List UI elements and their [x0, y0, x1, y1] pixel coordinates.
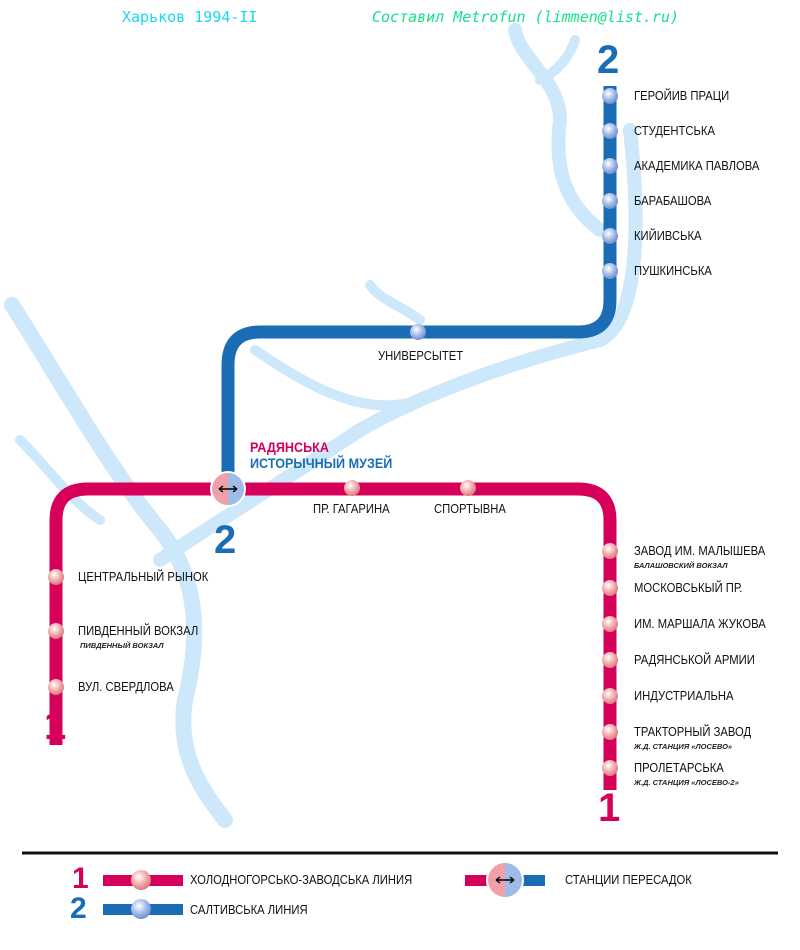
station-label[interactable]: РАДЯНСЬКОЙ АРМИИ	[634, 653, 755, 667]
legend-line2-number: 2	[70, 892, 87, 925]
station-label[interactable]: БАРАБАШОВА	[634, 194, 712, 208]
legend-line2-label: САЛТИВСЬКА ЛИНИЯ	[190, 903, 308, 917]
line1-track	[49, 482, 617, 790]
line2-station-markers	[410, 88, 618, 340]
line1-station-markers	[48, 480, 618, 776]
legend-line1-label: ХОЛОДНОГОРСЬКО-ЗАВОДСЬКА ЛИНИЯ	[190, 873, 413, 887]
station-label[interactable]: МОСКОВСЬКЫЙ ПР.	[634, 581, 743, 595]
station-sublabel: БАЛАШОВСКИЙ ВОКЗАЛ	[634, 561, 728, 570]
station-label[interactable]: ВУЛ. СВЕРДЛОВА	[78, 680, 174, 694]
legend-line1-number: 1	[72, 862, 89, 895]
station-label[interactable]: ИНДУСТРИАЛЬНА	[634, 689, 734, 703]
line1-number-right: 1	[598, 786, 621, 830]
map-title: Харьков 1994-II	[122, 8, 258, 26]
station-label[interactable]: КИЙИВСЬКА	[634, 229, 702, 243]
line2-number-bottom: 2	[214, 518, 237, 562]
station-label[interactable]: ЗАВОД ИМ. МАЛЫШЕВА	[634, 544, 766, 558]
station-label[interactable]: ТРАКТОРНЫЙ ЗАВОД	[634, 725, 752, 739]
station-label[interactable]: ПИВДЕННЫЙ ВОКЗАЛ	[78, 624, 199, 638]
station-label[interactable]: СТУДЕНТСЬКА	[634, 124, 715, 138]
station-label[interactable]: ПРОЛЕТАРСЬКА	[634, 761, 724, 775]
station-label[interactable]: АКАДЕМИКА ПАВЛОВА	[634, 159, 760, 173]
station-label[interactable]: СПОРТЫВНА	[434, 502, 506, 516]
legend-swatches	[103, 861, 545, 919]
transfer-station-marker	[210, 471, 246, 507]
station-sublabel: Ж.Д. СТАНЦИЯ «ЛОСЕВО-2»	[634, 778, 739, 787]
station-label[interactable]: ИМ. МАРШАЛА ЖУКОВА	[634, 617, 766, 631]
map-credit: Составил Metrofun (limmen@list.ru)	[372, 8, 680, 26]
rivers	[4, 23, 643, 828]
station-label[interactable]: ПУШКИНСЬКА	[634, 264, 712, 278]
station-sublabel: Ж.Д. СТАНЦИЯ «ЛОСЕВО»	[634, 742, 733, 751]
station-label[interactable]: ГЕРОЙИВ ПРАЦИ	[634, 89, 730, 103]
legend-transfer-label: СТАНЦИИ ПЕРЕСАДОК	[565, 873, 692, 887]
transfer-label-line2[interactable]: ИСТОРЫЧНЫЙ МУЗЕЙ	[250, 455, 393, 471]
station-label[interactable]: ПР. ГАГАРИНА	[313, 502, 390, 516]
station-label[interactable]: ЦЕНТРАЛЬНЫЙ РЫНОК	[78, 570, 209, 584]
transfer-label-line1[interactable]: РАДЯНСЬКА	[250, 439, 329, 455]
line2-number-top: 2	[597, 38, 620, 82]
station-sublabel: ПИВДЕННЫЙ ВОКЗАЛ	[80, 641, 164, 650]
line1-number-left: 1	[44, 704, 67, 748]
station-label[interactable]: УНИВЕРСЫТЕТ	[378, 349, 464, 363]
